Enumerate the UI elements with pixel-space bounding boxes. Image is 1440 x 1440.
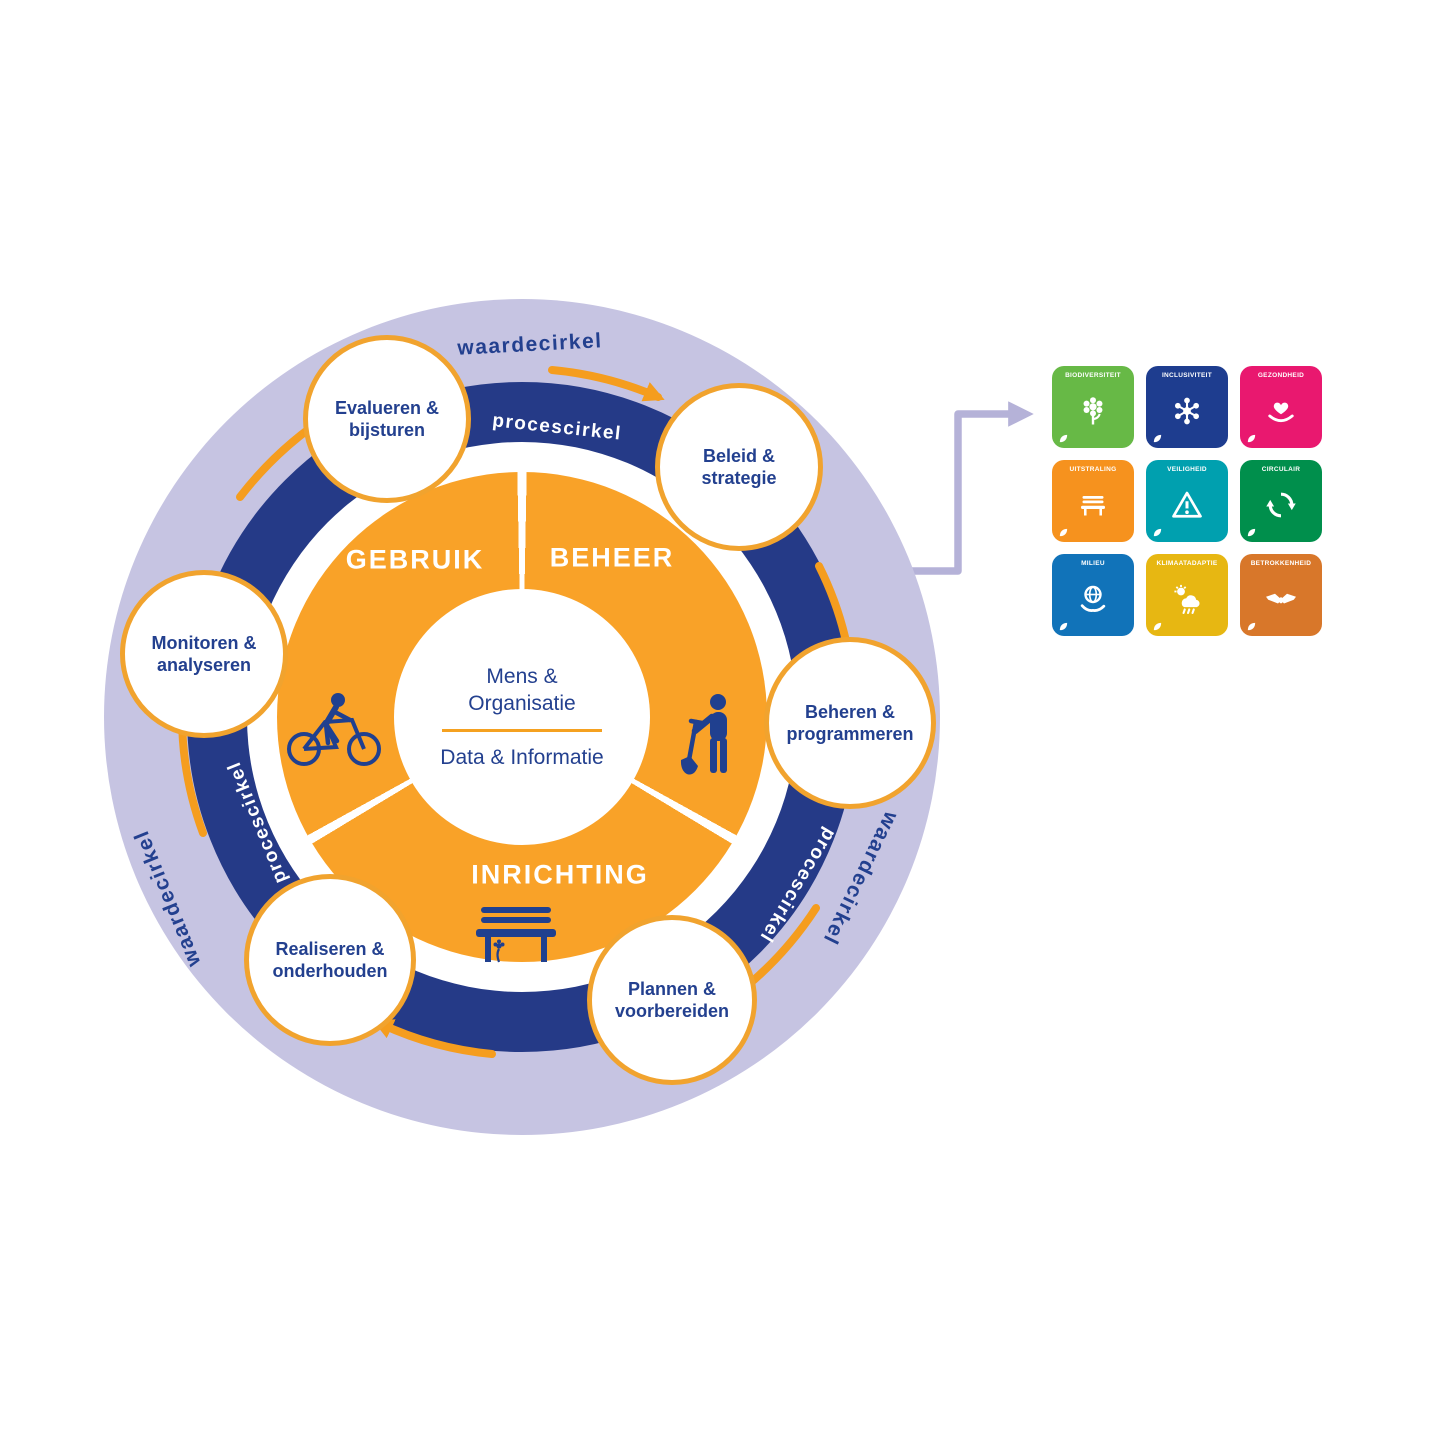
node-label: Beheren & programmeren [786,701,914,745]
leaf-mark-icon [1058,431,1069,443]
tile-gezondheid: GEZONDHEID [1240,366,1322,448]
tile-label: CIRCULAIR [1261,466,1301,473]
bench-icon [467,904,563,971]
tile-klimaatadaptie: KLIMAATADAPTIE [1146,554,1228,636]
bicycle-icon [280,691,390,774]
network-people-icon [1168,392,1206,430]
center-divider [442,729,602,733]
connector-arrow [905,401,1034,575]
node-monitoren-analyseren: Monitoren & analyseren [120,570,288,738]
leaf-mark-icon [1152,619,1163,631]
leaf-mark-icon [1058,619,1069,631]
node-realiseren-onderhouden: Realiseren & onderhouden [244,874,416,1046]
person-shovel-icon [672,692,748,792]
sector-label-gebruik: GEBRUIK [345,544,485,575]
node-beheren-programmeren: Beheren & programmeren [764,637,936,809]
warning-triangle-icon [1168,486,1206,524]
handshake-icon [1262,580,1300,618]
flower-icon [1074,392,1112,430]
tile-label: GEZONDHEID [1257,372,1305,379]
sector-label-beheer: BEHEER [549,542,675,573]
tile-circulair: CIRCULAIR [1240,460,1322,542]
tile-label: KLIMAATADAPTIE [1156,560,1218,567]
bench-icon [1074,486,1112,524]
leaf-mark-icon [1058,525,1069,537]
tile-label: UITSTRALING [1069,466,1117,473]
sun-cloud-rain-icon [1168,580,1206,618]
tile-biodiversiteit: BIODIVERSITEIT [1052,366,1134,448]
flow-arrow-bottom [372,1019,496,1058]
leaf-mark-icon [1152,525,1163,537]
node-label: Plannen & voorbereiden [614,978,730,1022]
node-beleid-strategie: Beleid & strategie [655,383,823,551]
center-text-mens: Mens & Organisatie [468,664,576,715]
tile-label: VEILIGHEID [1167,466,1207,473]
node-label: Evalueren & bijsturen [334,397,440,441]
tile-veiligheid: VEILIGHEID [1146,460,1228,542]
heart-hands-icon [1262,392,1300,430]
connector-line [905,401,1034,575]
tile-betrokkenheid: BETROKKENHEID [1240,554,1322,636]
node-plannen-voorbereiden: Plannen & voorbereiden [587,915,757,1085]
node-label: Realiseren & onderhouden [272,938,388,982]
tile-label: MILIEU [1081,560,1105,567]
cycle-diagram: waardecirkel procescirkel waardecirkel p… [104,299,940,1135]
tile-label: BIODIVERSITEIT [1065,372,1121,379]
node-label: Beleid & strategie [701,445,777,489]
tile-inclusiviteit: INCLUSIVITEIT [1146,366,1228,448]
node-evalueren-bijsturen: Evalueren & bijsturen [303,335,471,503]
leaf-mark-icon [1246,431,1257,443]
globe-hand-icon [1074,580,1112,618]
tile-label: INCLUSIVITEIT [1161,372,1213,379]
flow-arrow-top [548,366,665,402]
value-tile-grid: BIODIVERSITEIT INCLUSIVITEIT [1052,366,1322,636]
center-circle: Mens & Organisatie Data & Informatie [394,589,650,845]
tile-uitstraling: UITSTRALING [1052,460,1134,542]
recycle-icon [1262,486,1300,524]
tile-label: BETROKKENHEID [1250,560,1312,567]
leaf-mark-icon [1246,525,1257,537]
sector-label-inrichting: INRICHTING [471,859,649,890]
center-text-data: Data & Informatie [440,746,604,770]
leaf-mark-icon [1152,431,1163,443]
tile-milieu: MILIEU [1052,554,1134,636]
node-label: Monitoren & analyseren [151,632,257,676]
leaf-mark-icon [1246,619,1257,631]
